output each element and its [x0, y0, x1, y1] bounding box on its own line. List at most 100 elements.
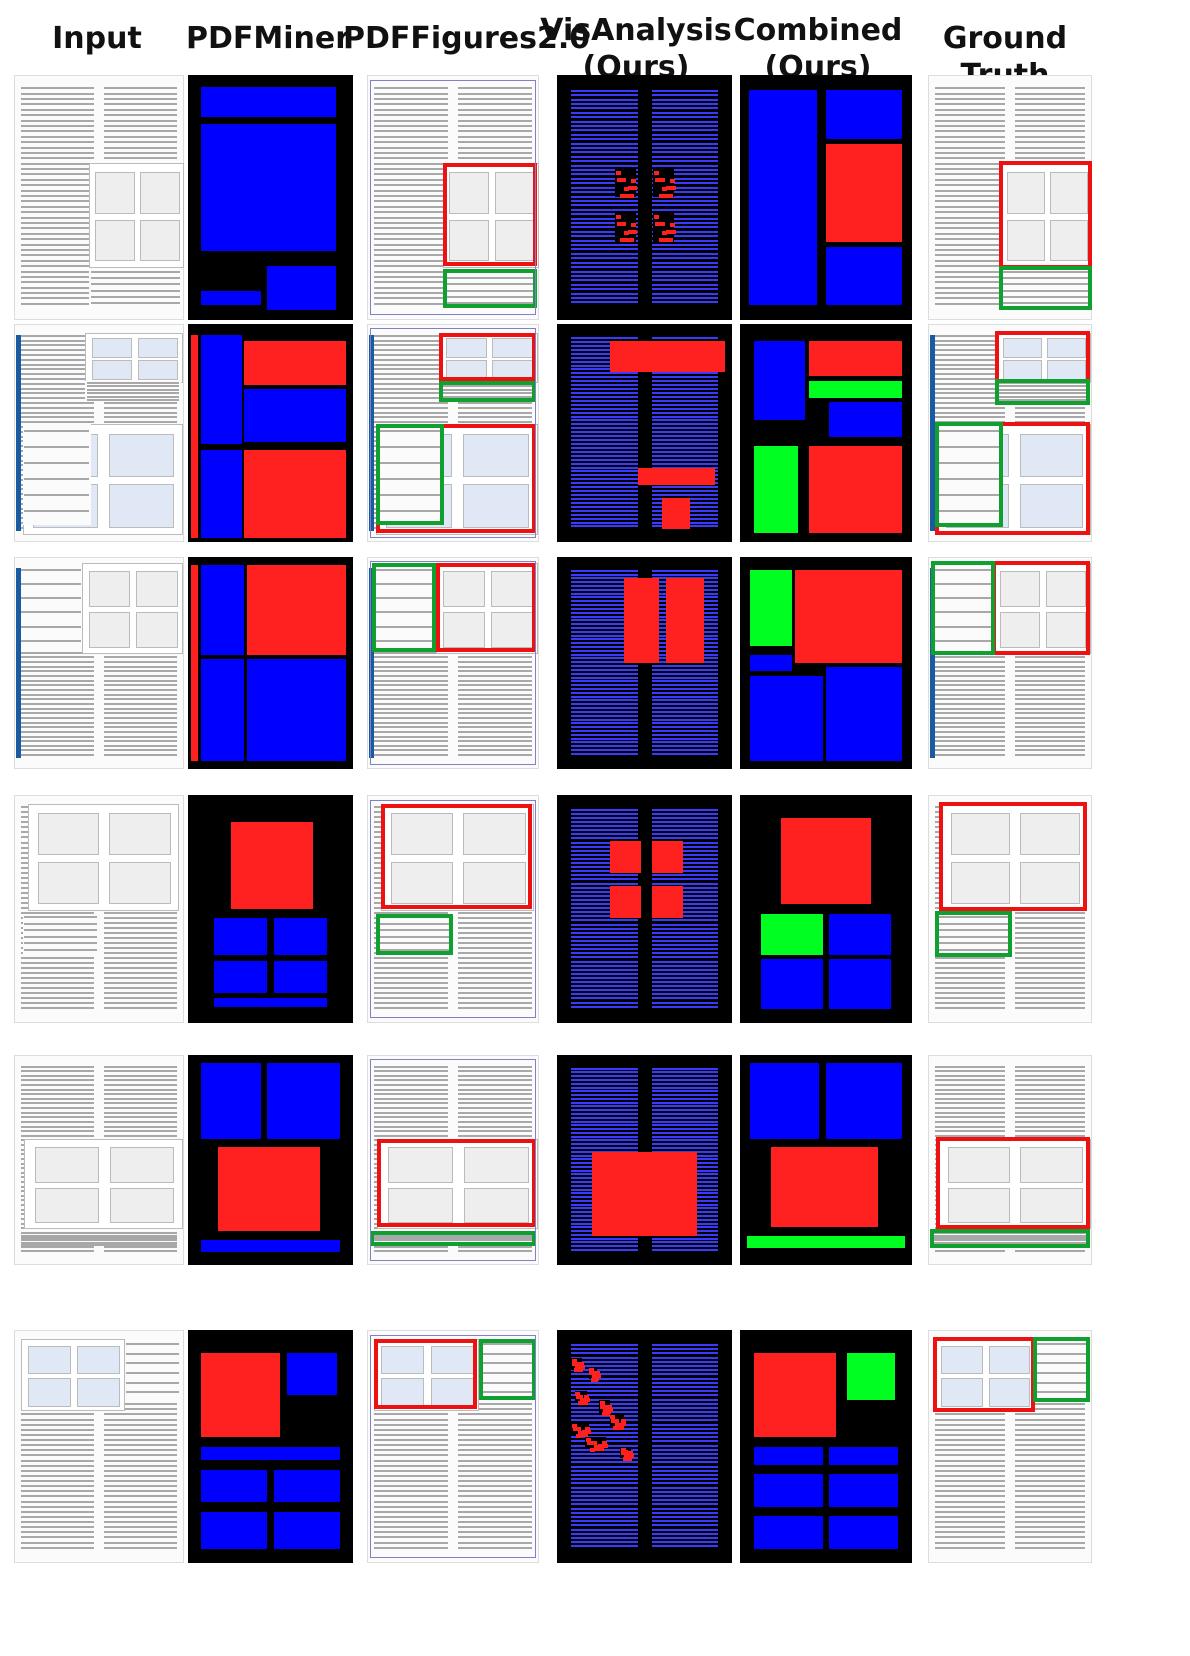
text-line: [935, 1460, 1006, 1462]
detected-text-region: [754, 1474, 823, 1507]
text-line: [104, 1429, 177, 1431]
detected-text-region: [201, 335, 242, 444]
detected-text-line: [571, 738, 638, 740]
detected-text-line: [652, 143, 719, 145]
text-line: [1015, 703, 1086, 705]
detected-text-line: [571, 1006, 638, 1008]
text-line: [935, 163, 1006, 165]
detected-text-region: [754, 341, 806, 419]
text-line: [104, 1112, 177, 1114]
figure-pixel: [576, 1427, 581, 1431]
text-line: [21, 1490, 94, 1492]
text-line: [21, 736, 94, 738]
detected-text-line: [652, 1415, 719, 1417]
detected-text-region: [201, 1240, 340, 1253]
detected-text-line: [571, 467, 638, 469]
detected-text-line: [571, 1105, 638, 1107]
figure-pixel: [670, 223, 675, 227]
text-line: [935, 222, 1006, 224]
text-line: [1015, 745, 1086, 747]
text-line: [87, 396, 178, 398]
text-line: [21, 731, 94, 733]
detected-text-line: [571, 253, 638, 255]
result-visanalysis-row-3: [557, 557, 732, 769]
text-line: [935, 1506, 1006, 1508]
ground-truth-figure-box: [936, 1137, 1090, 1229]
detected-text-region: [829, 1516, 898, 1549]
text-line: [21, 992, 94, 994]
result-input-row-4: [14, 795, 184, 1023]
detected-text-line: [571, 248, 638, 250]
detected-text-line: [652, 107, 719, 109]
detected-text-line: [571, 372, 638, 374]
text-line: [1015, 1501, 1086, 1503]
detected-text-line: [652, 455, 719, 457]
detected-text-line: [652, 688, 719, 690]
text-line: [935, 1102, 1006, 1104]
text-line: [91, 302, 181, 304]
detected-text-line: [571, 103, 638, 105]
text-line: [21, 982, 94, 984]
result-pdfminer-row-1: [188, 75, 353, 320]
text-line: [104, 1506, 177, 1508]
detected-caption-region: [809, 381, 902, 398]
text-line: [1015, 927, 1086, 929]
text-line: [1015, 717, 1086, 719]
detected-text-line: [571, 741, 638, 743]
detected-text-line: [652, 297, 719, 299]
detected-text-line: [652, 486, 719, 488]
detected-figure-region: [615, 212, 636, 241]
text-line: [21, 666, 94, 668]
detected-text-line: [571, 1512, 638, 1514]
text-line: [1015, 967, 1086, 969]
detected-caption-region: [754, 446, 799, 533]
text-line: [935, 416, 1006, 418]
detected-text-line: [571, 1241, 638, 1243]
detected-text-line: [571, 396, 638, 398]
text-line: [1015, 1495, 1086, 1497]
text-line: [1015, 1121, 1086, 1123]
text-line: [21, 287, 94, 289]
ground-truth-caption-box: [995, 379, 1090, 405]
detected-text-line: [571, 1128, 638, 1130]
text-line: [104, 1439, 177, 1441]
text-line: [1015, 1542, 1086, 1544]
detected-text-line: [652, 726, 719, 728]
text-line: [1015, 689, 1086, 691]
detected-text-line: [652, 1136, 719, 1138]
detected-text-line: [652, 932, 719, 934]
detected-text-line: [652, 1117, 719, 1119]
text-line: [1015, 722, 1086, 724]
result-input-row-1: [14, 75, 184, 320]
detected-text-line: [652, 1436, 719, 1438]
result-input-row-2: [14, 324, 184, 542]
detected-text-region: [826, 247, 902, 306]
figure-pixel: [616, 215, 621, 219]
text-line: [935, 136, 1006, 138]
text-line: [1015, 698, 1086, 700]
text-line: [935, 1089, 1006, 1091]
detected-text-line: [652, 494, 719, 496]
figure-panel: [140, 220, 179, 261]
detected-text-line: [652, 1520, 719, 1522]
detected-figure-region: [687, 341, 726, 372]
text-line: [24, 430, 89, 432]
detected-text-line: [571, 1478, 638, 1480]
text-line: [104, 93, 177, 95]
detected-text-line: [571, 1075, 638, 1077]
text-line: [935, 238, 1006, 240]
text-line: [935, 1107, 1006, 1109]
text-line: [21, 749, 94, 751]
text-line: [104, 947, 177, 949]
text-line: [1015, 136, 1086, 138]
detected-text-line: [571, 1348, 638, 1350]
text-line: [91, 296, 181, 298]
detected-text-line: [652, 116, 719, 118]
detected-caption-region: [761, 914, 823, 955]
text-line: [935, 152, 1006, 154]
text-line: [20, 640, 80, 642]
text-line: [126, 1391, 180, 1393]
result-combined-row-4: [740, 795, 912, 1023]
text-line: [1015, 726, 1086, 728]
result-pdfminer-row-4: [188, 795, 353, 1023]
